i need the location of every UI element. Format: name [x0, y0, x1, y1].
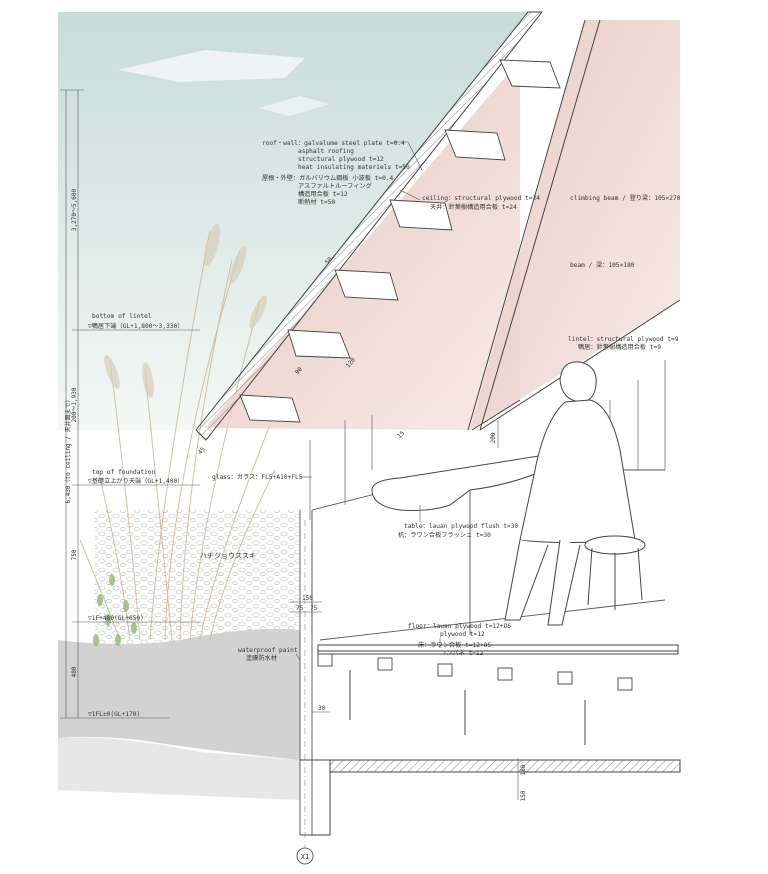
ground-fade	[58, 737, 300, 800]
annotation-floor-1: plywood t=12	[440, 631, 485, 638]
dim-480: 480	[71, 666, 78, 677]
svg-text:断熱材 t=50: 断熱材 t=50	[298, 198, 335, 206]
desk	[371, 454, 553, 511]
pampas-grass	[79, 229, 281, 641]
svg-text:構造用合板 t=12: 構造用合板 t=12	[298, 190, 348, 198]
grid-marker-circle	[296, 847, 314, 865]
leader-roof-wall	[395, 141, 423, 171]
small-dimension-lines	[290, 420, 519, 800]
annotation-floor-2: 床：ラワン合板 t=12+OS	[418, 641, 491, 649]
dim-75a: 75	[296, 605, 304, 612]
level-1fl: ▽1FL±0(GL+170)	[88, 711, 140, 718]
annotation-roof-wall: roof・wall：galvalume steel plate t=0.4 as…	[262, 140, 410, 206]
low-plants	[93, 574, 137, 646]
dim-total-height: 6,430（to ceiling / 天井面まで）	[64, 396, 72, 503]
dim-150b: 150	[520, 790, 527, 801]
sky	[58, 12, 528, 430]
left-dimension-lines	[60, 89, 200, 719]
floor-posts	[349, 670, 586, 745]
annotation-table-en: table：lauan plywood flush t=30	[404, 523, 518, 530]
dim-180: 180	[520, 764, 527, 775]
dim-45: 45	[197, 446, 207, 456]
annotation-ceiling-en: ceiling：structural plywood t=24	[422, 195, 540, 202]
svg-text:heat insulating materiels t=50: heat insulating materiels t=50	[298, 164, 410, 171]
svg-text:structural plywood t=12: structural plywood t=12	[298, 156, 384, 163]
annotation-lintel-jp: 鴨居：針葉樹構造用合板 t=9	[578, 343, 661, 351]
top-of-foundation-jp: ▽基礎立上がり天端（GL+1,400）	[88, 477, 183, 485]
dim-750: 750	[71, 549, 78, 560]
dim-90: 90	[294, 366, 304, 376]
annotation-climbing-beam: climbing beam / 登り梁：105×270	[570, 194, 681, 202]
stool	[584, 535, 646, 610]
dim-middle: 200～1,930	[71, 387, 78, 422]
seated-person	[504, 361, 636, 626]
foundation	[300, 759, 681, 836]
grid-marker-label: X1	[301, 853, 309, 861]
annotation-lintel-en: lintel：structural plywood t=9	[568, 336, 679, 343]
bottom-of-lintel-jp: ▽鴨居下端（GL+1,800～3,330）	[88, 322, 183, 330]
roof-slab	[195, 11, 544, 441]
annotation-floor-0: floor：lauan plywood t=12+OS	[408, 623, 511, 630]
dim-200: 200	[490, 432, 497, 443]
top-of-foundation-en: top of foundation	[92, 469, 156, 476]
svg-text:屋根・外壁：ガルバリウム鋼板 小波板 t=0.4: 屋根・外壁：ガルバリウム鋼板 小波板 t=0.4	[262, 174, 394, 182]
annotation-table-jp: 机：ラワン合板フラッシュ t=30	[398, 531, 491, 539]
leader-waterproof	[295, 653, 301, 661]
roof-purlins	[239, 59, 561, 423]
cloud	[258, 96, 330, 116]
cloud	[118, 50, 305, 82]
ground	[58, 628, 300, 760]
interior-walls	[299, 469, 666, 835]
leader-ceiling	[399, 189, 421, 201]
bottom-of-lintel-en: bottom of lintel	[92, 313, 152, 320]
dim-30: 30	[318, 705, 326, 712]
svg-text:アスファルトルーフィング: アスファルトルーフィング	[298, 182, 372, 190]
annotation-glass: glass：ガラス：FL5+A10+FL5	[212, 473, 303, 481]
floor-joists	[317, 653, 633, 691]
annotation-grass: ハチジョウススキ	[200, 552, 256, 560]
annotation-floor-3: コンパネ t=12	[440, 650, 484, 657]
ceiling-panel-right	[470, 20, 680, 430]
annotation-ceiling-jp: 天井：針葉樹構造用合板 t=24	[430, 203, 517, 211]
dim-50: 50	[324, 256, 334, 266]
annotation-waterproof-en: waterproof paint	[238, 647, 298, 654]
dim-150: 150	[302, 595, 313, 602]
dim-75b: 75	[310, 605, 318, 612]
level-1f-top: ▽1F+480(GL+650)	[88, 615, 144, 622]
annotation-waterproof-jp: 塗膜防水材	[246, 654, 277, 662]
svg-text:roof・wall：galvalume steel plat: roof・wall：galvalume steel plate t=0.4	[262, 140, 405, 147]
svg-text:asphalt roofing: asphalt roofing	[298, 148, 354, 155]
annotation-beam: beam / 梁：105×180	[570, 261, 635, 269]
dim-upper: 3,270～5,600	[71, 189, 78, 232]
floor-structure	[317, 644, 679, 655]
dim-15: 15	[396, 430, 406, 440]
grass-plumes	[104, 223, 267, 398]
